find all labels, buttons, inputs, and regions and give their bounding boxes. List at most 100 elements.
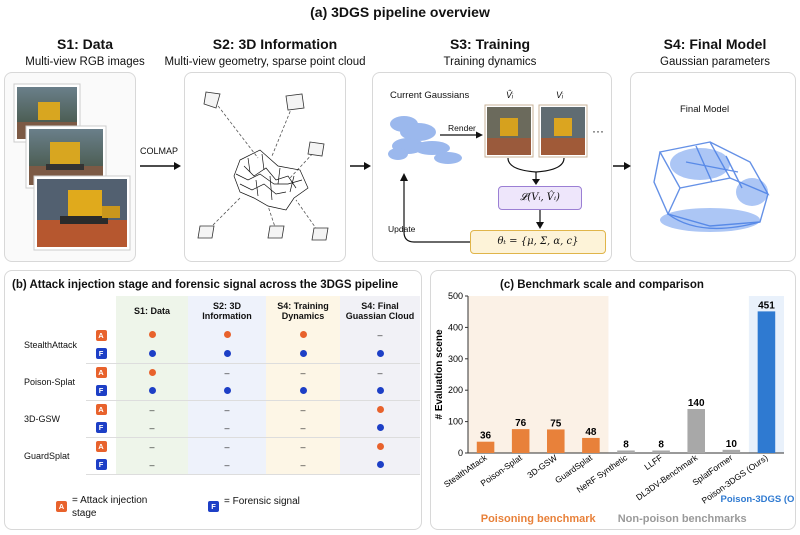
forensic-dot: [148, 349, 156, 357]
group-label-ours: Poison-3DGS (Ours): [721, 494, 794, 505]
forensic-badge-icon: F: [95, 348, 107, 359]
bar: [652, 450, 670, 453]
dash: –: [300, 422, 306, 433]
table-cell: [116, 344, 188, 364]
stage4-subtitle: Gaussian parameters: [660, 56, 770, 68]
legend-a-label: = Attack injection stage: [72, 495, 148, 519]
method-name: Poison-Splat: [24, 376, 76, 387]
forensic-badge-icon: F: [95, 459, 107, 470]
gaussian-cloud-icon: [388, 116, 462, 164]
update-label: Update: [388, 224, 416, 234]
attack-dot: [376, 405, 384, 413]
current-gaussians-label: Current Gaussians: [390, 90, 470, 101]
dash: –: [224, 367, 230, 378]
bar: [511, 429, 530, 453]
table-cell: –: [266, 400, 340, 419]
arrow-icon: [440, 131, 483, 139]
table-cell: –: [116, 400, 188, 419]
table-cell: [340, 381, 420, 401]
stage1-subtitle: Multi-view RGB images: [25, 56, 145, 68]
panel-b-title: (b) Attack injection stage and forensic …: [12, 279, 399, 291]
forensic-badge-icon: F: [95, 422, 107, 433]
table-cell: [266, 326, 340, 345]
stage3-subtitle: Training dynamics: [443, 56, 537, 68]
table-cell: [340, 400, 420, 419]
bar-value-label: 48: [585, 427, 597, 438]
dash: –: [377, 367, 383, 378]
table-cell: –: [266, 363, 340, 382]
table-cell: –: [188, 455, 266, 475]
image-stack-icon: [13, 83, 131, 251]
table-cell: [340, 344, 420, 364]
forensic-dot: [148, 386, 156, 394]
update-arrow-icon: [400, 173, 470, 243]
bar-value-label: 36: [480, 431, 492, 442]
table-cell: –: [188, 363, 266, 382]
attack-badge-icon: A: [56, 501, 67, 512]
dash: –: [224, 441, 230, 452]
table-cell: [116, 326, 188, 345]
attack-badge-icon: A: [95, 404, 107, 415]
forensic-dot: [376, 386, 384, 394]
bar: [722, 449, 741, 453]
group-label-nonpoison: Non-poison benchmarks: [618, 513, 747, 525]
stage4-title: S4: Final Model: [663, 36, 767, 52]
table-cell: [266, 381, 340, 401]
bar-value-label: 10: [726, 439, 738, 450]
figure-title: (a) 3DGS pipeline overview: [310, 4, 490, 20]
table-cell: [188, 344, 266, 364]
bar-value-label: 8: [623, 439, 629, 450]
vhat-label: V̂ᵢ: [506, 90, 514, 100]
table-cell: –: [266, 455, 340, 475]
forensic-badge-icon: F: [95, 385, 107, 396]
method-name: GuardSplat: [24, 450, 70, 461]
table-row: StealthAttack A –: [14, 326, 420, 350]
stage2-subtitle: Multi-view geometry, sparse point cloud: [164, 56, 366, 68]
table-cell: –: [188, 437, 266, 456]
forensic-dot: [299, 386, 307, 394]
col-header: S4: Training Dynamics: [266, 296, 340, 326]
colmap-label: COLMAP: [140, 146, 179, 156]
forensic-dot: [376, 423, 384, 431]
bar-value-label: 75: [550, 418, 562, 429]
table-row: F: [14, 381, 420, 401]
ellipsis: ···: [592, 124, 604, 138]
dash: –: [149, 404, 155, 415]
bar-value-label: 451: [758, 300, 775, 311]
dash: –: [300, 441, 306, 452]
bar: [582, 437, 600, 453]
table-row: F: [14, 344, 420, 364]
table-cell: [188, 326, 266, 345]
y-tick-label: 400: [448, 322, 463, 332]
forensic-dot: [223, 386, 231, 394]
table-cell: –: [340, 363, 420, 382]
table-cell: –: [340, 326, 420, 345]
table-cell: –: [116, 455, 188, 475]
table-cell: –: [188, 400, 266, 419]
col-header: S4: Final Guassian Cloud: [340, 296, 420, 326]
bar-value-label: 8: [658, 439, 664, 450]
attack-dot: [148, 331, 156, 339]
arrow-icon: [140, 162, 181, 170]
dash: –: [224, 459, 230, 470]
table-cell: –: [266, 437, 340, 456]
loss-box: 𝓛(Vᵢ, V̂ᵢ): [498, 186, 582, 210]
table-row: F–––: [14, 418, 420, 438]
stage3-title: S3: Training: [449, 36, 531, 52]
arrow-icon: [536, 210, 544, 229]
table-cell: [116, 363, 188, 382]
attack-badge-icon: A: [95, 329, 107, 341]
dash: –: [149, 422, 155, 433]
y-axis-label: # Evaluation scene: [434, 329, 445, 419]
legend-a: A: [56, 496, 67, 514]
chart-title: (c) Benchmark scale and comparison: [500, 279, 704, 291]
dash: –: [377, 330, 383, 341]
table-cell: [340, 437, 420, 456]
render-views-icon: [484, 104, 588, 158]
attack-badge-icon: A: [95, 367, 107, 378]
params-box: θₜ = {μ, Σ, α, c}: [470, 230, 606, 254]
method-name: StealthAttack: [24, 339, 78, 350]
